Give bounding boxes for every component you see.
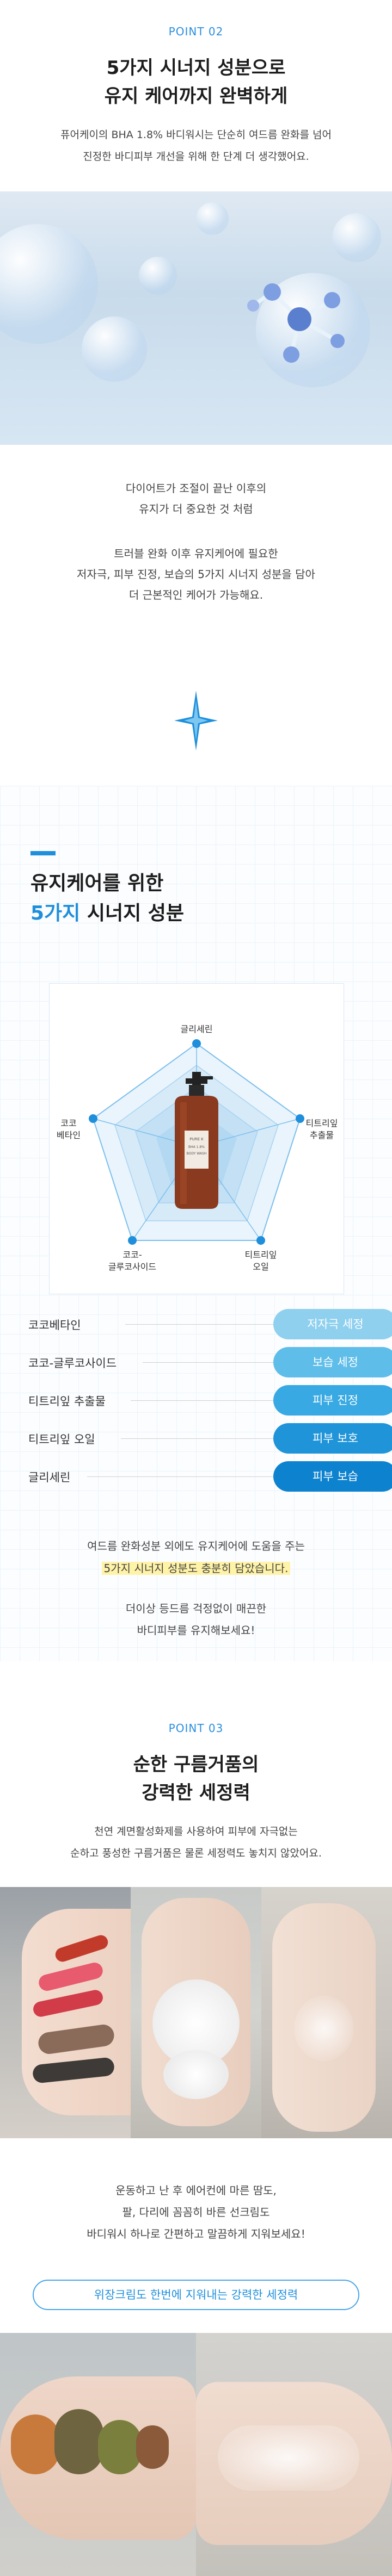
radar-diagram: PURE K BHA 1.8% BODY WASH 글리세린 티트리잎 추출물 … xyxy=(49,983,344,1294)
note2-line2: 바디피부를 유지해보세요! xyxy=(137,1624,255,1637)
accent-bar xyxy=(30,851,56,855)
effect-pill-4: 피부 보습 xyxy=(273,1461,392,1492)
effect-pill-2: 피부 진정 xyxy=(273,1385,392,1416)
radar-label-bottom-right: 티트리잎 오일 xyxy=(244,1250,277,1272)
section1-desc-line2: 진정한 바디피부 개선을 위해 한 단계 더 생각했어요. xyxy=(83,151,309,163)
point-02-label: POINT 02 xyxy=(168,25,224,38)
section3-para-line3: 바디워시 하나로 간편하고 말끔하게 지워보세요! xyxy=(87,2227,305,2240)
section3-desc-line2: 순하고 풍성한 구름거품은 물론 세정력도 놓치지 않았어요. xyxy=(70,1847,322,1859)
section2-title-line1: 유지케어를 위한 xyxy=(30,872,164,895)
ingredient-name-0: 코코베타인 xyxy=(28,1319,81,1332)
arm-camouflage-photo xyxy=(0,2333,196,2576)
radar-label-right: 티트리잎 추출물 xyxy=(305,1118,338,1140)
section3-para-line2: 팔, 다리에 꼼꼼히 바른 선크림도 xyxy=(122,2206,270,2219)
section2-title-line2: 5가지 시너지 성분 xyxy=(30,897,184,926)
ingredient-name-3: 티트리잎 오일 xyxy=(28,1433,95,1446)
section3-title-line2: 강력한 세정력 xyxy=(142,1782,250,1804)
radar-label-top: 글리세린 xyxy=(180,1024,213,1034)
radar-label-bottom-left: 코코- 글루코사이드 xyxy=(108,1250,157,1272)
para2-line2: 저자극, 피부 진정, 보습의 5가지 시너지 성분을 담아 xyxy=(77,568,315,581)
section3-para-line1: 운동하고 난 후 에어컨에 마른 땀도, xyxy=(115,2184,277,2197)
note1-line1: 여드름 완화성분 외에도 유지케어에 도움을 주는 xyxy=(87,1540,305,1553)
effect-pill-3: 피부 보호 xyxy=(273,1423,392,1454)
section3-desc-line1: 천연 계면활성화제를 사용하여 피부에 자극없는 xyxy=(94,1826,298,1838)
point-03-label: POINT 03 xyxy=(168,1722,224,1735)
note1-line2-wrap: 5가지 시너지 성분도 충분히 담았습니다. xyxy=(0,1559,392,1579)
section3-title-line1: 순한 구름거품의 xyxy=(133,1754,259,1776)
sparkle-icon xyxy=(174,691,218,750)
arm-makeup-photo xyxy=(0,1887,131,2138)
bottle-label-1: PURE K xyxy=(189,1137,204,1141)
para1-line2: 유지가 더 중요한 것 처럼 xyxy=(139,502,253,516)
note1-line2-highlight: 5가지 시너지 성분도 충분히 담았습니다. xyxy=(101,1562,291,1575)
molecule-icon xyxy=(247,283,345,363)
section1-title-line1: 5가지 시너지 성분으로 xyxy=(106,57,286,79)
arm-clean-photo xyxy=(261,1887,392,2138)
section1-desc-line1: 퓨어케이의 BHA 1.8% 바디워시는 단순히 여드름 완화를 넘어 xyxy=(60,129,332,141)
effect-pill-1: 보습 세정 xyxy=(273,1347,392,1377)
para1-line1: 다이어트가 조절이 끝난 이후의 xyxy=(125,482,267,495)
bottle-label-3: BODY WASH xyxy=(187,1152,207,1156)
section1-title-line2: 유지 케어까지 완벽하게 xyxy=(104,85,288,107)
ingredient-name-1: 코코-글루코사이드 xyxy=(28,1357,117,1370)
effect-pill-0: 저자극 세정 xyxy=(273,1309,392,1339)
pentagon-chart: PURE K BHA 1.8% BODY WASH xyxy=(89,1039,304,1245)
cleansing-banner: 위장크림도 한번에 지워내는 강력한 세정력 xyxy=(33,2280,359,2310)
radar-label-left: 코코 베타인 xyxy=(56,1118,81,1140)
title-accent: 5가지 xyxy=(30,902,81,924)
molecule-image xyxy=(0,191,392,445)
ingredient-name-2: 티트리잎 추출물 xyxy=(28,1395,106,1408)
arm-washed-photo xyxy=(196,2333,392,2576)
title-rest: 시너지 성분 xyxy=(80,902,184,924)
ingredient-list: 코코베타인 저자극 세정 코코-글루코사이드 보습 세정 티트리잎 추출물 피부… xyxy=(0,1309,392,1494)
bottle-label-2: BHA 1.8% xyxy=(188,1145,205,1149)
arm-foam-photo xyxy=(131,1887,261,2138)
ingredient-name-4: 글리세린 xyxy=(28,1471,71,1484)
note2-line1: 더이상 등드름 걱정없이 매끈한 xyxy=(125,1602,267,1615)
para2-line1: 트러블 완화 이후 유지케어에 필요한 xyxy=(114,547,278,560)
para2-line3: 더 근본적인 케어가 가능해요. xyxy=(128,588,264,601)
bottle-image xyxy=(175,1072,218,1209)
